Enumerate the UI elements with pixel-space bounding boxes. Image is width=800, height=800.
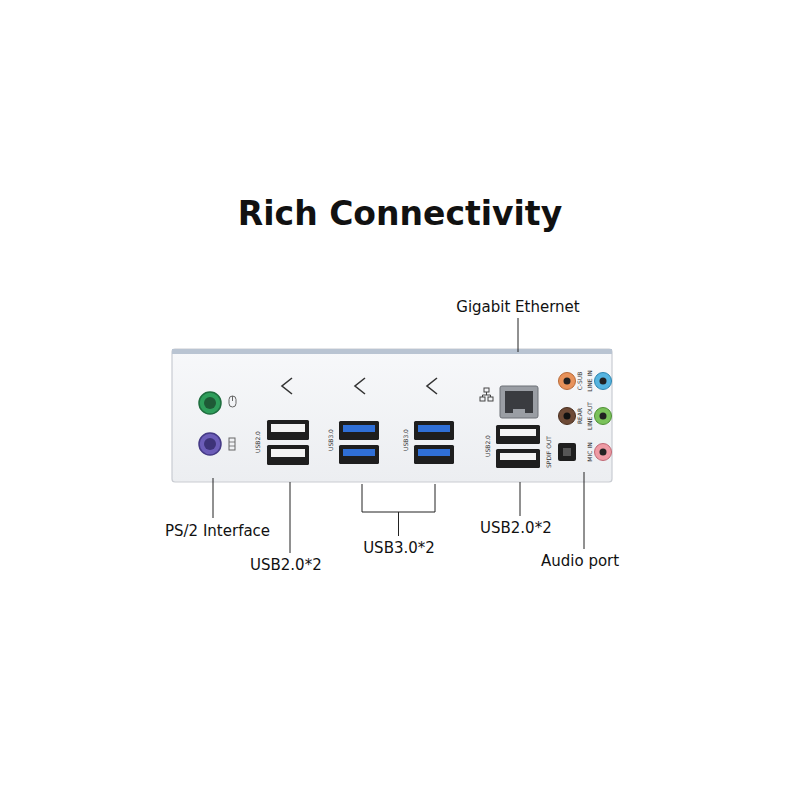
usb3-ports: [339, 421, 454, 464]
audio-jacks: [558, 373, 612, 462]
ps2-ports: [199, 392, 236, 455]
callout-label: Audio port: [541, 554, 619, 569]
jack-label: REAR: [577, 408, 583, 424]
page-title: Rich Connectivity: [238, 197, 562, 230]
jack-label: LINE OUT: [587, 402, 593, 430]
callout-label: USB2.0*2: [250, 558, 322, 573]
usb2-ports-left: [267, 420, 309, 465]
port-label: USB2.0: [255, 431, 261, 453]
jack-label: MIC IN: [587, 442, 593, 461]
io-panel: [172, 349, 612, 482]
callout-label: USB3.0*2: [363, 541, 435, 556]
port-label: USB3.0: [328, 429, 334, 451]
callout-label: PS/2 Interface: [165, 524, 270, 539]
jack-label: SPDIF OUT: [546, 436, 552, 468]
usb2-ports-right: [496, 425, 540, 468]
leader-lines: [213, 318, 584, 553]
ethernet-port: [480, 386, 538, 418]
callout-label: USB2.0*2: [480, 521, 552, 536]
panel-edge: [172, 349, 612, 354]
jack-label: LINE IN: [587, 370, 593, 392]
port-label: USB2.0: [485, 435, 491, 457]
port-label: USB3.0: [403, 429, 409, 451]
callout-label: Gigabit Ethernet: [456, 300, 579, 315]
jack-label: C-SUB: [577, 372, 583, 391]
chevron-marks: [282, 378, 437, 394]
